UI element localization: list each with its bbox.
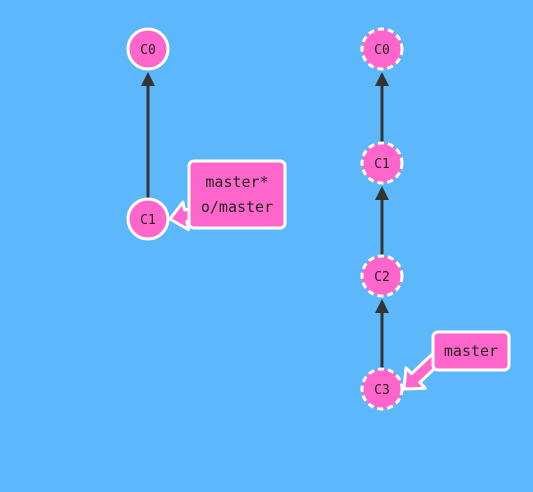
local-commit-c0-label: C0 xyxy=(140,43,156,58)
remote-commit-c3[interactable] xyxy=(360,367,404,411)
remote-commit-c2[interactable] xyxy=(360,254,404,298)
local-commit-c0[interactable] xyxy=(126,27,170,71)
remote-commit-c1[interactable] xyxy=(360,141,404,185)
remote-edge-c3-c2-arrowhead xyxy=(375,299,389,313)
local-branch-label-omaster: o/master xyxy=(201,198,273,216)
remote-commit-c2-label: C2 xyxy=(374,270,390,285)
local-commit-c1[interactable] xyxy=(126,197,170,241)
remote-commit-c1-label: C1 xyxy=(374,157,390,172)
remote-edge-c2-c1-arrowhead xyxy=(375,186,389,200)
remote-commit-c0[interactable] xyxy=(360,27,404,71)
remote-branch-box-fill xyxy=(435,334,507,368)
local-edge-c1-c0-arrowhead xyxy=(141,72,155,86)
remote-edge-c1-c0-arrowhead xyxy=(375,72,389,86)
remote-branch-label-master: master xyxy=(444,342,498,360)
remote-commit-c0-label: C0 xyxy=(374,43,390,58)
remote-commit-c3-label: C3 xyxy=(374,383,390,398)
local-commit-c1-label: C1 xyxy=(140,213,156,228)
local-branch-label-master: master* xyxy=(205,173,268,191)
local-branch-box-fill xyxy=(191,163,283,226)
